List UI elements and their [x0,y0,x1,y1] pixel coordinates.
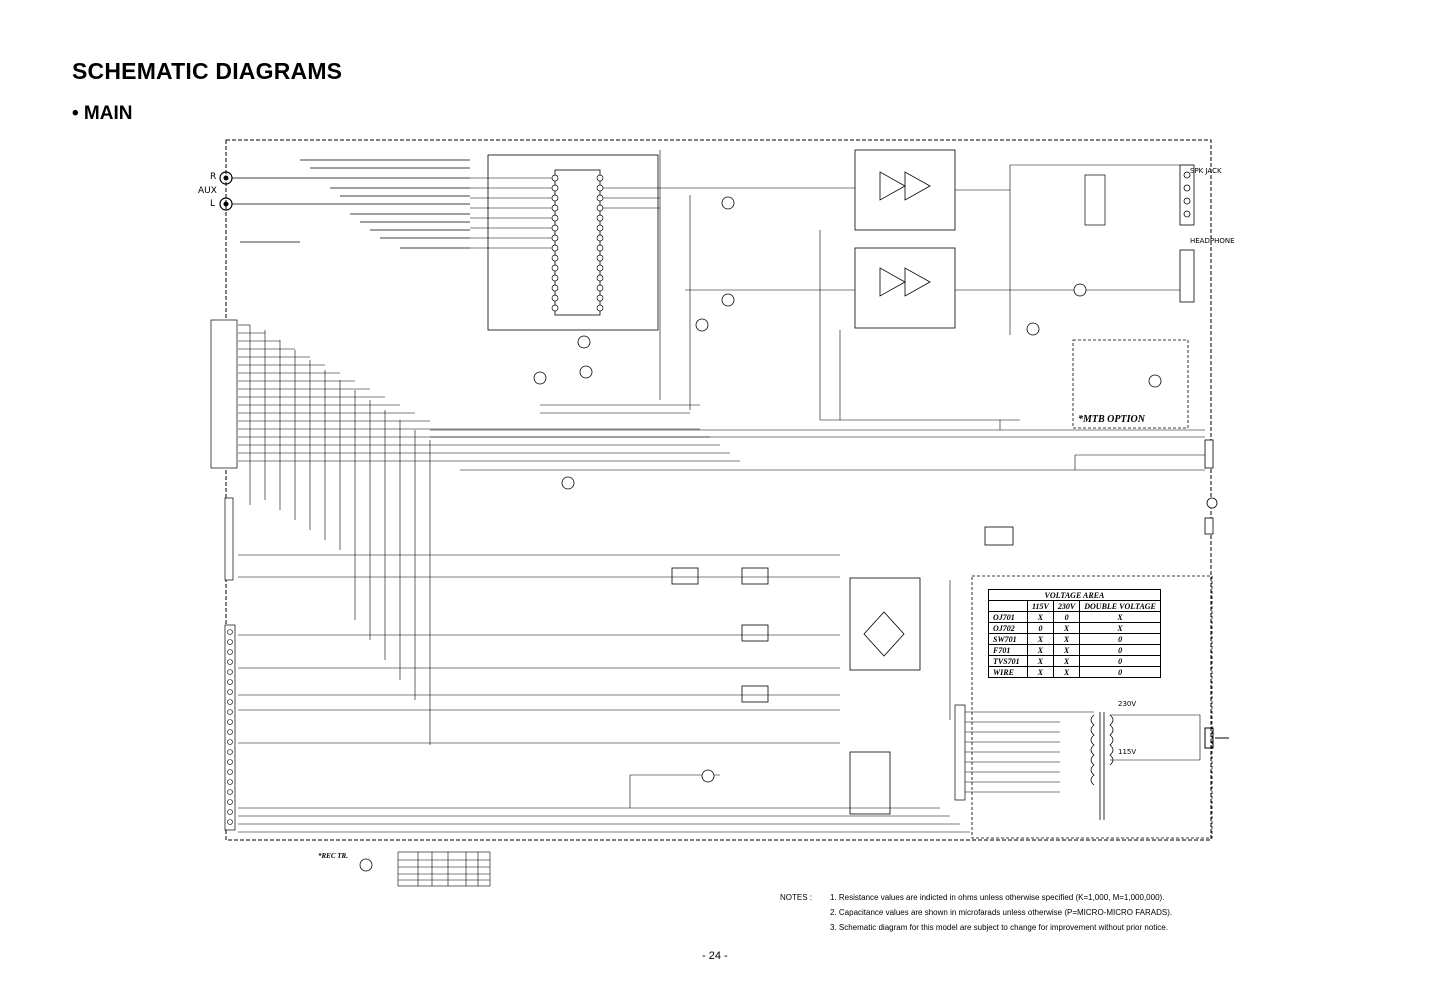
table-row: OJ701 X 0 X [988,611,1161,623]
amplifier-section [854,149,956,329]
main-connector-right [954,704,966,801]
left-connector-bottom [224,624,236,831]
mtb-option-box [1072,339,1189,429]
voltage-table-caption: VOLTAGE AREA [988,589,1161,601]
table-cell: X [1052,666,1081,678]
note-item: 3. Schematic diagram for this model are … [830,923,1168,932]
table-row: WIRE X X 0 [988,666,1161,678]
table-cell: TVS701 [988,655,1028,667]
power-supply-box [971,575,1213,839]
section-title: • MAIN [72,103,133,124]
left-connector-mid [224,497,234,581]
aux-r-label: R [210,172,217,182]
table-cell: X [1079,622,1161,634]
table-cell: X [1052,655,1081,667]
mtb-option-label: *MTB OPTION [1078,414,1145,425]
note-item: 1. Resistance values are indicted in ohm… [830,893,1165,902]
ac-wiring [949,580,1201,793]
note-item: 2. Capacitance values are shown in micro… [830,908,1173,917]
table-cell: SW701 [988,633,1028,645]
relay-block [1084,174,1106,226]
table-cell: F701 [988,644,1028,656]
page-title: SCHEMATIC DIAGRAMS [72,58,343,84]
table-row: TVS701 X X 0 [988,655,1161,667]
right-connectors [1204,439,1218,535]
table-cell: 0 [1027,622,1054,634]
aux-label: AUX [198,186,217,196]
table-cell: X [1027,611,1054,623]
rec-tr-label: *REC TR. [318,852,348,860]
rec-tr-table [397,851,491,887]
voltage-table-header: 115V [1027,600,1054,612]
voltage-table-header: DOUBLE VOLTAGE [1079,600,1161,612]
transistors [359,196,1162,872]
table-cell: 0 [1079,633,1161,645]
table-row: OJ702 0 X X [988,622,1161,634]
aux-l-label: L [210,199,216,209]
table-cell: X [1027,666,1054,678]
table-cell: X [1027,633,1054,645]
table-row: F701 X X 0 [988,644,1161,656]
ic-pins [551,174,604,312]
voltage-table-header [988,600,1028,612]
regulator-blocks [671,526,1014,815]
table-cell: 0 [1079,644,1161,656]
table-cell: 0 [1079,655,1161,667]
table-cell: 0 [1079,666,1161,678]
ac-plug [1204,727,1229,749]
speaker-jack [1179,164,1195,303]
power-rails [238,554,970,833]
table-cell: 0 [1052,611,1081,623]
transformer [1090,712,1114,820]
table-row: SW701 X X 0 [988,633,1161,645]
board-outline [225,139,1212,841]
table-cell: OJ701 [988,611,1028,623]
voltage-area-table: VOLTAGE AREA 115V 230V DOUBLE VOLTAGE OJ… [988,589,1161,678]
transformer-115v-label: 115V [1118,748,1137,756]
left-connector-top [210,319,238,469]
transformer-230v-label: 230V [1118,700,1137,708]
input-selector-ic [487,154,659,331]
notes-list: 1. Resistance values are indicted in ohm… [830,890,1172,935]
control-bus [238,324,740,745]
bridge-rectifier [849,577,921,671]
ic-input-lines [470,177,660,249]
voltage-table-header: 230V [1052,600,1081,612]
headphone-label: HEADPHONE [1190,237,1235,245]
table-cell: OJ702 [988,622,1028,634]
spk-jack-label: SPK JACK [1190,167,1222,175]
table-cell: X [1052,644,1081,656]
left-connector-bottom-pins [227,629,233,825]
input-bus [232,159,470,249]
page-number: - 24 - [702,950,728,962]
notes-label: NOTES : [780,893,813,902]
amp-wiring [430,150,1205,471]
table-cell: X [1027,655,1054,667]
table-cell: X [1052,622,1081,634]
table-cell: X [1027,644,1054,656]
table-cell: X [1052,633,1081,645]
table-cell: X [1079,611,1161,623]
table-cell: WIRE [988,666,1028,678]
